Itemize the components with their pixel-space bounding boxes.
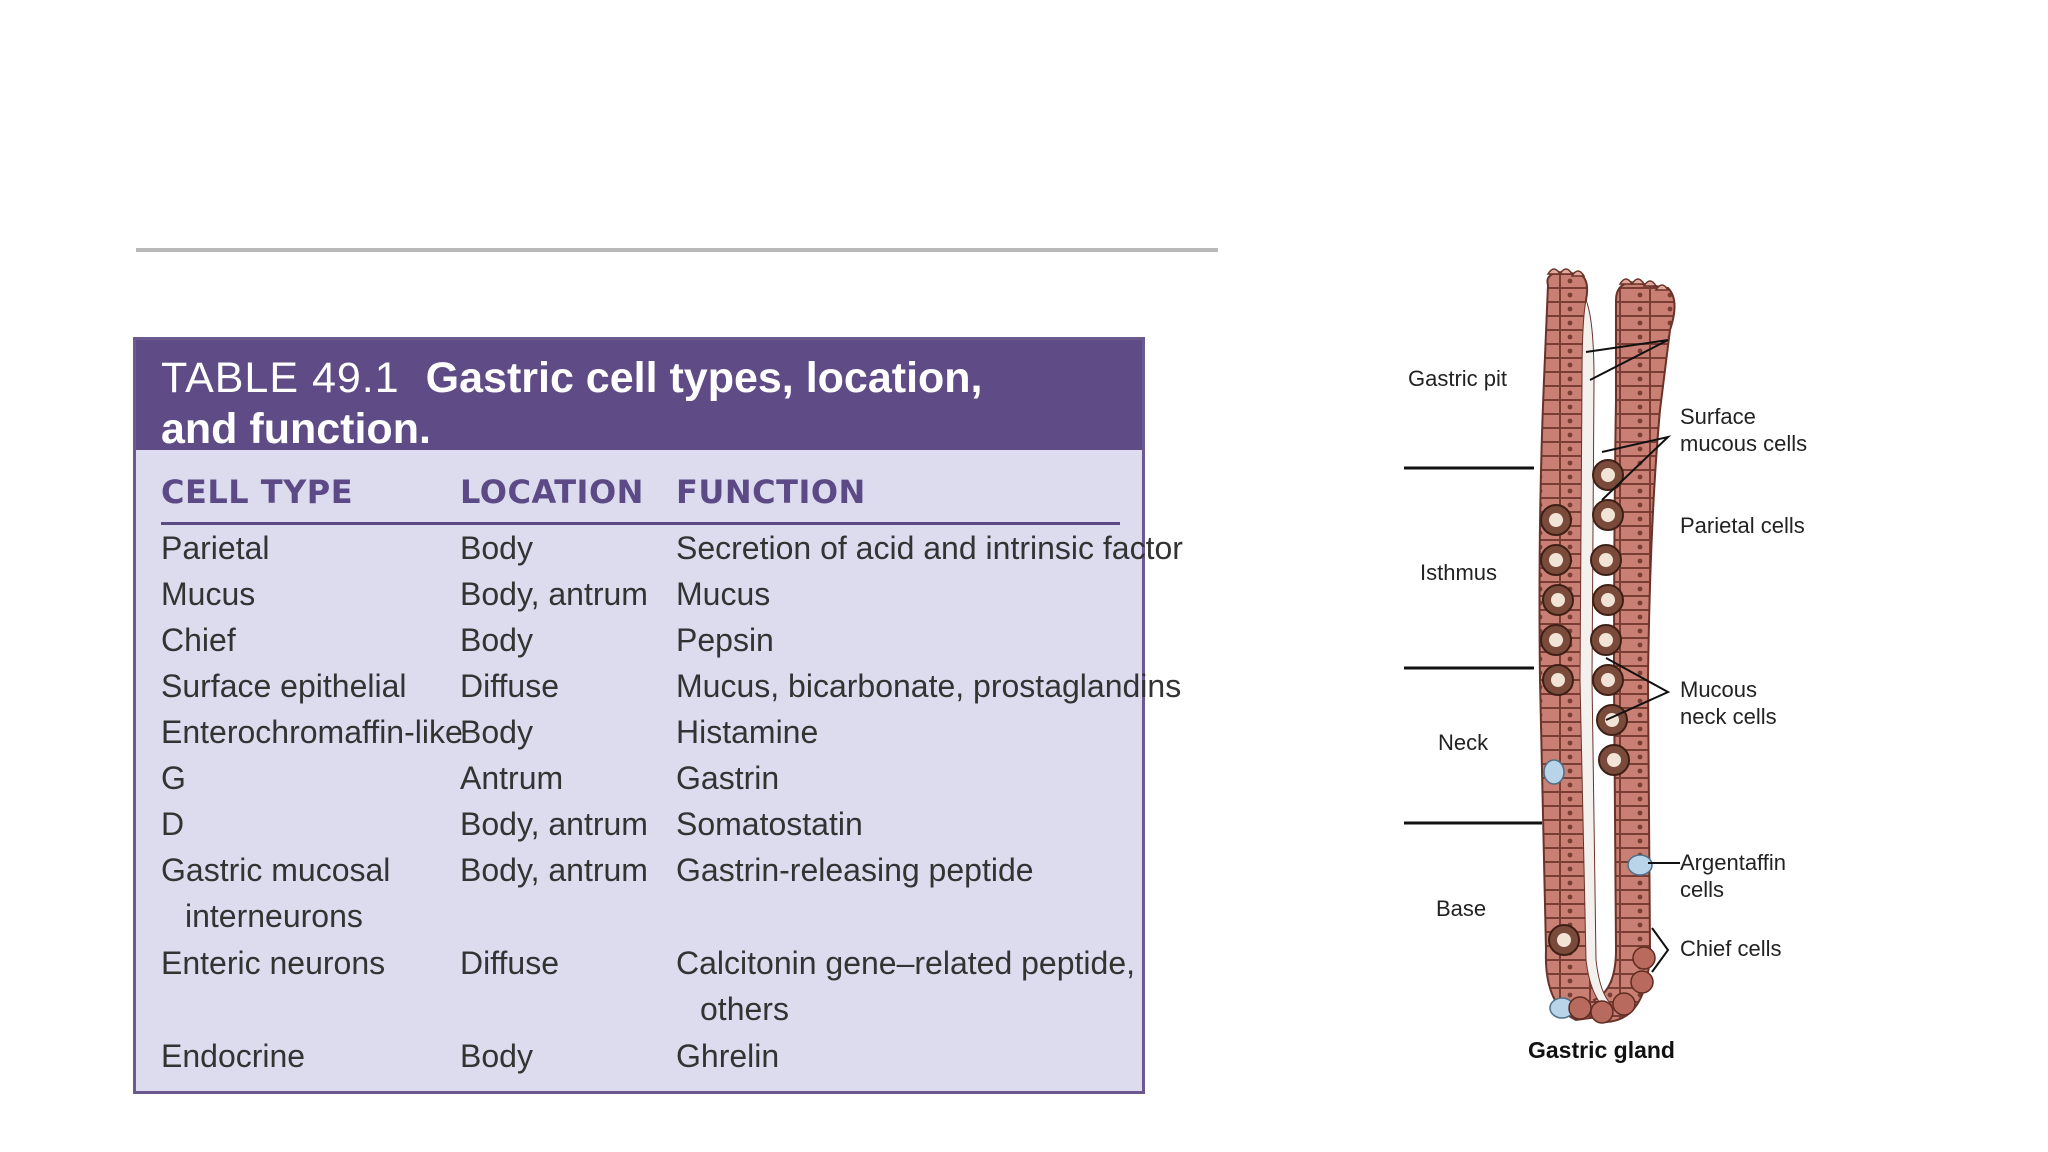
callout-surface-line2: mucous cells: [1680, 431, 1808, 456]
cell-function: Secretion of acid and intrinsic factor: [676, 530, 1183, 566]
gastric-gland-diagram: Gastric pit Isthmus Neck Base Surface mu…: [1380, 260, 1900, 1070]
callout-surface-mucous-cells: Surface mucous cells: [1680, 403, 1807, 457]
table-row: Mucus Body, antrum Mucus: [161, 571, 1132, 617]
col-header-location: LOCATION: [460, 473, 644, 511]
cell-location: Body: [460, 1038, 533, 1074]
cell-type: Surface epithelial: [161, 668, 407, 704]
table-title-line2: and function.: [161, 405, 431, 453]
region-label-base: Base: [1436, 896, 1487, 921]
table-row: Enteric neurons Diffuse Calcitonin gene–…: [161, 940, 1135, 1033]
cell-type-line2: interneurons: [185, 898, 363, 934]
cell-type: Enteric neurons: [161, 945, 386, 981]
table-row: Endocrine Body Ghrelin: [161, 1033, 1132, 1079]
cell-function: Gastrin: [676, 760, 780, 796]
callout-argentaffin-line1: Argentaffin: [1680, 850, 1787, 875]
table-body: Parietal Body Secretion of acid and intr…: [161, 525, 1183, 1079]
cell-type: Gastric mucosal interneurons: [161, 847, 390, 939]
callout-argentaffin-cells: Argentaffin cells: [1680, 849, 1786, 903]
cell-location: Body, antrum: [460, 576, 648, 612]
cell-location: Body: [460, 530, 533, 566]
cell-function: Gastrin-releasing peptide: [676, 852, 1034, 888]
cell-type: Endocrine: [161, 1038, 306, 1074]
callout-surface-line1: Surface: [1680, 404, 1756, 429]
top-divider: [136, 248, 1218, 252]
table-row: Chief Body Pepsin: [161, 617, 1132, 663]
cell-type: Parietal: [161, 530, 270, 566]
cell-location: Diffuse: [460, 945, 560, 981]
cell-type: G: [161, 760, 186, 796]
callout-mucous-neck-line1: Mucous: [1680, 677, 1758, 702]
cell-function: Mucus, bicarbonate, prostaglandins: [676, 668, 1182, 704]
cell-location: Body: [460, 622, 533, 658]
table-row: G Antrum Gastrin: [161, 755, 1132, 801]
cell-function: Ghrelin: [676, 1038, 780, 1074]
callout-mucous-neck-line2: neck cells: [1680, 704, 1777, 729]
table-title-line1: Gastric cell types, location,: [425, 354, 983, 402]
callout-parietal-cells: Parietal cells: [1680, 513, 1805, 538]
cell-type: Enterochromaffin-like: [161, 714, 463, 750]
table-row: Gastric mucosal interneurons Body, antru…: [161, 847, 1132, 940]
table-row: Parietal Body Secretion of acid and intr…: [161, 525, 1183, 571]
cell-type: D: [161, 806, 185, 842]
cell-function: Mucus: [676, 576, 771, 612]
region-label-isthmus: Isthmus: [1420, 560, 1498, 585]
table-number: TABLE 49.1: [161, 354, 400, 402]
cell-function-line2: others: [700, 991, 789, 1027]
cell-type-line1: Gastric mucosal: [161, 852, 391, 888]
callout-chief-cells: Chief cells: [1680, 936, 1782, 961]
cell-location: Antrum: [460, 760, 564, 796]
cell-type: Mucus: [161, 576, 256, 612]
diagram-caption: Gastric gland: [1528, 1037, 1675, 1063]
cell-type: Chief: [161, 622, 236, 658]
cell-function: Pepsin: [676, 622, 774, 658]
table-header-row: CELL TYPE LOCATION FUNCTION: [161, 472, 1120, 525]
region-label-gastric-pit: Gastric pit: [1408, 366, 1508, 391]
table-row: Surface epithelial Diffuse Mucus, bicarb…: [161, 663, 1181, 709]
cell-location: Body, antrum: [460, 852, 648, 888]
gastric-gland-illustration: [1404, 268, 1680, 1024]
callout-argentaffin-line2: cells: [1680, 877, 1725, 902]
cell-location: Body: [460, 714, 533, 750]
table-row: D Body, antrum Somatostatin: [161, 801, 1132, 847]
cell-function-line1: Calcitonin gene–related peptide,: [676, 945, 1135, 981]
callout-mucous-neck-cells: Mucous neck cells: [1680, 676, 1777, 730]
cell-function: Histamine: [676, 714, 819, 750]
table-row: Enterochromaffin-like Body Histamine: [161, 709, 1132, 755]
cell-location: Body, antrum: [460, 806, 648, 842]
col-header-cell-type: CELL TYPE: [161, 473, 354, 511]
col-header-function: FUNCTION: [676, 473, 866, 511]
cell-function: Somatostatin: [676, 806, 863, 842]
cell-location: Diffuse: [460, 668, 560, 704]
cell-function: Calcitonin gene–related peptide, others: [676, 940, 1135, 1032]
region-label-neck: Neck: [1438, 730, 1489, 755]
